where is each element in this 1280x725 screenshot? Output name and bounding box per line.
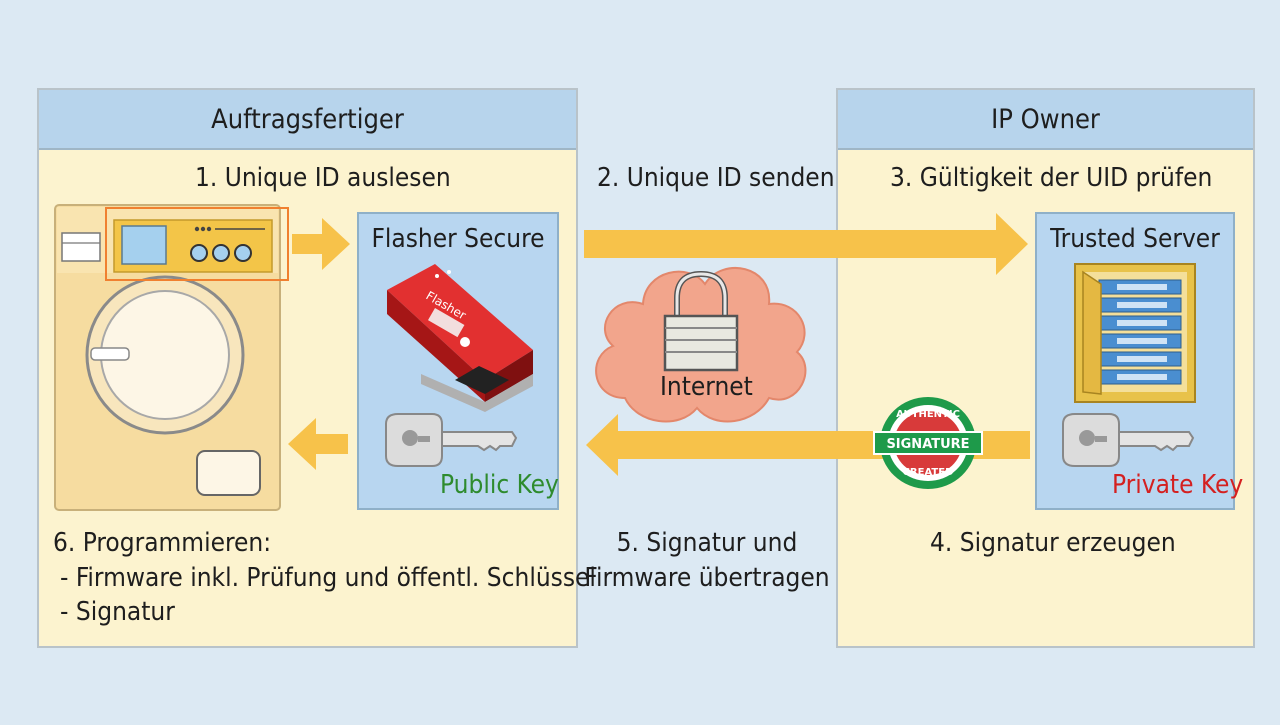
step-5-line-1: 5. Signatur und bbox=[616, 528, 798, 558]
step-3-label: 3. Gültigkeit der UID prüfen bbox=[890, 163, 1213, 193]
contract-manufacturer-title: Auftragsfertiger bbox=[211, 103, 404, 135]
step-6-line-2: - Signatur bbox=[60, 597, 175, 627]
step-6-title: 6. Programmieren: bbox=[53, 528, 272, 558]
flasher-secure-title: Flasher Secure bbox=[371, 224, 545, 254]
server-rack-icon bbox=[1074, 263, 1196, 403]
step-2-label: 2. Unique ID senden bbox=[597, 163, 835, 193]
step-4-label: 4. Signatur erzeugen bbox=[930, 528, 1176, 558]
arrow-right-small bbox=[292, 218, 350, 270]
step-1-label: 1. Unique ID auslesen bbox=[195, 163, 451, 193]
internet-cloud-icon bbox=[595, 267, 807, 423]
step-5-line-2: Firmware übertragen bbox=[584, 563, 830, 593]
step-6-line-1: - Firmware inkl. Prüfung und öffentl. Sc… bbox=[60, 563, 596, 593]
private-key-label: Private Key bbox=[1112, 470, 1244, 500]
public-key-icon bbox=[385, 413, 518, 467]
seal-bottom-text: CREATED bbox=[903, 467, 954, 478]
washing-machine-icon bbox=[54, 204, 281, 511]
control-panel-highlight bbox=[105, 207, 289, 281]
ip-owner-header: IP Owner bbox=[838, 90, 1253, 150]
public-key-label: Public Key bbox=[440, 470, 559, 500]
seal-middle-text: SIGNATURE bbox=[886, 437, 969, 452]
arrow-right-long bbox=[584, 213, 1028, 275]
private-key-icon bbox=[1062, 413, 1195, 467]
trusted-server-title: Trusted Server bbox=[1050, 224, 1220, 254]
arrow-left-small bbox=[288, 418, 348, 470]
authentic-signature-seal-icon: AUTHENTIC SIGNATURE CREATED bbox=[873, 397, 983, 489]
ip-owner-title: IP Owner bbox=[991, 103, 1100, 135]
seal-top-text: AUTHENTIC bbox=[896, 409, 960, 420]
contract-manufacturer-header: Auftragsfertiger bbox=[39, 90, 576, 150]
arrow-left-long bbox=[586, 414, 1030, 476]
flasher-device-icon: Flasher bbox=[387, 264, 533, 412]
internet-label: Internet bbox=[660, 372, 753, 402]
